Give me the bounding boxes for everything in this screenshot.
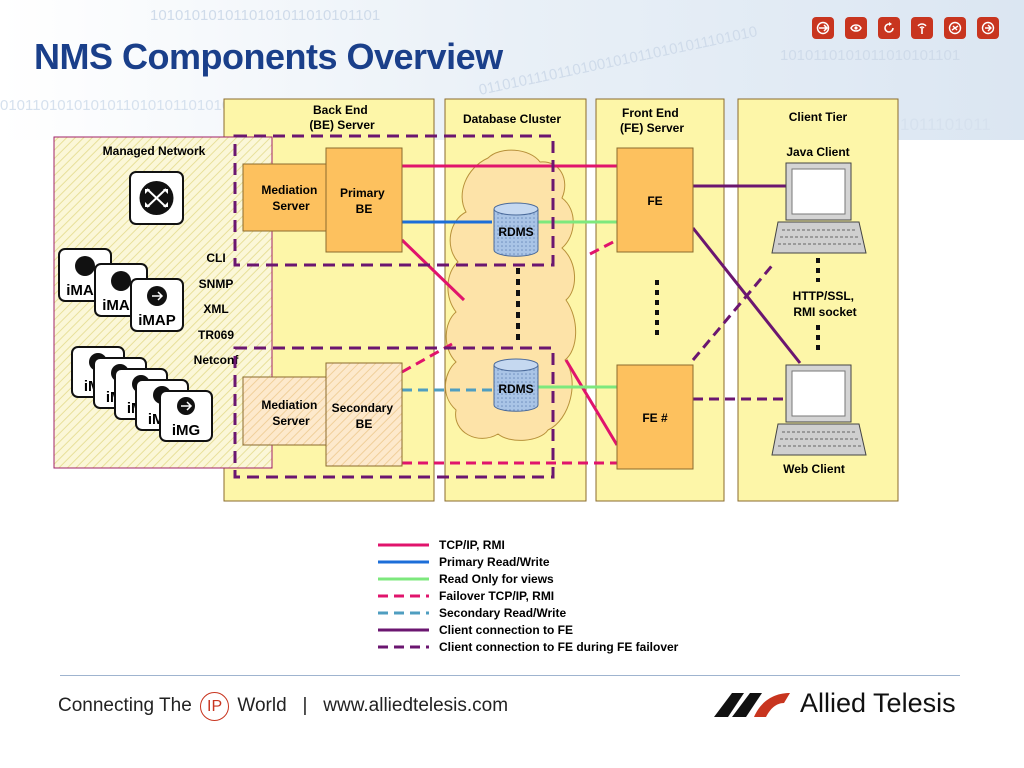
frontend-column-title: Front End (FE) Server [620, 106, 684, 135]
footer-tagline: Connecting The IP World | www.alliedtele… [58, 692, 508, 721]
rdms-bottom-database-icon [493, 358, 539, 412]
backend-column-title: Back End (BE) Server [309, 103, 375, 132]
mediation-secondary-line2: Server [272, 414, 310, 428]
router-icon [129, 171, 184, 225]
legend-item-client-connection: Client connection to FE [378, 623, 573, 637]
legend-label-primary-read-write: Primary Read/Write [439, 555, 550, 569]
allied-telesis-logo: Allied Telesis [714, 688, 956, 719]
protocol-netconf: Netconf [194, 353, 240, 367]
footer-separator: | [302, 695, 308, 716]
mediation-server-primary-label: Mediation Server [261, 183, 320, 213]
client-column-title: Client Tier [789, 110, 848, 124]
binary-decoration-3: 01011010101010110101011010101010110 [0, 97, 288, 114]
link-failover-java-client [691, 261, 777, 361]
link-primary-be-down [400, 238, 466, 302]
legend-label-read-only: Read Only for views [439, 572, 554, 586]
footer-divider [60, 675, 960, 676]
nms-diagram: Back End (BE) Server Database Cluster Fr… [53, 98, 899, 654]
mediation-primary-line1: Mediation [261, 183, 317, 197]
footer-tagline-pre: Connecting The [58, 695, 192, 716]
img-device-icon: iMG [159, 390, 213, 442]
footer-website-link[interactable]: www.alliedtelesis.com [323, 695, 509, 716]
protocol-tr069: TR069 [198, 328, 234, 342]
legend-item-primary-read-write: Primary Read/Write [378, 555, 550, 569]
mediation-server-secondary [242, 376, 329, 446]
legend-label-secondary-read-write: Secondary Read/Write [439, 606, 566, 620]
client-protocol-line2: RMI socket [793, 305, 856, 319]
primary-be-label: Primary BE [340, 186, 388, 216]
secondary-be-line2: BE [356, 417, 373, 431]
mediation-server-secondary-label: Mediation Server [261, 398, 320, 428]
allied-telesis-logo-mark [714, 692, 790, 717]
fe-hash-label: FE # [642, 411, 668, 425]
legend-label-failover: Failover TCP/IP, RMI [439, 589, 554, 603]
img-label-5: iMG [172, 422, 200, 439]
legend: TCP/IP, RMI Primary Read/Write Read Only… [378, 538, 679, 654]
legend-item-read-only: Read Only for views [378, 572, 554, 586]
protocol-cli: CLI [206, 251, 225, 265]
backend-column-title-line1: Back End [313, 103, 368, 117]
footer-tagline-post: World [237, 695, 287, 716]
secondary-be-box [325, 362, 403, 467]
database-column-title: Database Cluster [463, 112, 561, 126]
share-icon [812, 17, 834, 39]
secondary-be-line1: Secondary [332, 401, 394, 415]
imap-device-icons: iMAP iMAP iMAP [58, 248, 184, 332]
client-protocol-label: HTTP/SSL, RMI socket [793, 289, 858, 319]
mediation-secondary-line1: Mediation [261, 398, 317, 412]
protocol-xml: XML [203, 302, 228, 316]
managed-network-label: Managed Network [103, 144, 206, 158]
fe-box [616, 147, 694, 253]
secondary-group-outline [233, 346, 555, 479]
rdms-bottom-label: RDMS [498, 382, 533, 396]
mediation-server-primary [242, 163, 329, 232]
java-client-laptop-icon [771, 162, 867, 254]
img-device-icons: iMG iMG iMG iMG iMG [71, 346, 213, 442]
antenna-icon [911, 17, 933, 39]
legend-item-secondary-read-write: Secondary Read/Write [378, 606, 566, 620]
legend-item-tcp-ip-rmi: TCP/IP, RMI [378, 538, 505, 552]
secondary-be-label: Secondary BE [332, 401, 397, 431]
fe-label: FE [647, 194, 662, 208]
satellite-icon [944, 17, 966, 39]
primary-be-box [325, 147, 403, 253]
binary-decoration-5: 1011101011 [900, 115, 991, 134]
frontend-column-title-line2: (FE) Server [620, 121, 684, 135]
primary-group-outline [233, 134, 555, 267]
mediation-primary-line2: Server [272, 199, 310, 213]
web-client-label: Web Client [783, 462, 845, 476]
primary-be-line2: BE [356, 202, 373, 216]
primary-be-line1: Primary [340, 186, 385, 200]
footer-ip-circle: IP [200, 692, 230, 721]
protocol-snmp: SNMP [199, 277, 234, 291]
binary-decoration-4: 1010110101011010101101 [780, 47, 960, 64]
legend-label-client-failover: Client connection to FE during FE failov… [439, 640, 679, 654]
allied-telesis-logo-text: Allied Telesis [800, 688, 956, 718]
legend-item-client-failover: Client connection to FE during FE failov… [378, 640, 679, 654]
wrench-icon [845, 17, 867, 39]
backend-column-title-line2: (BE) Server [309, 118, 375, 132]
page-title: NMS Components Overview [34, 36, 503, 77]
imap-device-icon: iMAP [130, 278, 184, 332]
legend-label-client-connection: Client connection to FE [439, 623, 573, 637]
link-failover-fe [589, 238, 618, 256]
rdms-top-database-icon [493, 202, 539, 257]
link-cloud-fe-hash [564, 359, 619, 446]
legend-label-tcp-ip-rmi: TCP/IP, RMI [439, 538, 505, 552]
web-client-laptop-icon [771, 364, 867, 456]
header-icon-strip [812, 17, 999, 39]
legend-item-failover: Failover TCP/IP, RMI [378, 589, 554, 603]
binary-decoration-1: 1010101010110101011010101101 [150, 7, 380, 24]
link-failover-secondary [401, 342, 453, 374]
rdms-top-label: RDMS [498, 225, 533, 239]
fe-hash-box [616, 364, 694, 470]
frontend-column-title-line1: Front End [622, 106, 679, 120]
client-protocol-line1: HTTP/SSL, [793, 289, 854, 303]
java-client-label: Java Client [786, 145, 849, 159]
arrows-icon [977, 17, 999, 39]
refresh-icon [878, 17, 900, 39]
imap-label-3: iMAP [138, 312, 176, 329]
